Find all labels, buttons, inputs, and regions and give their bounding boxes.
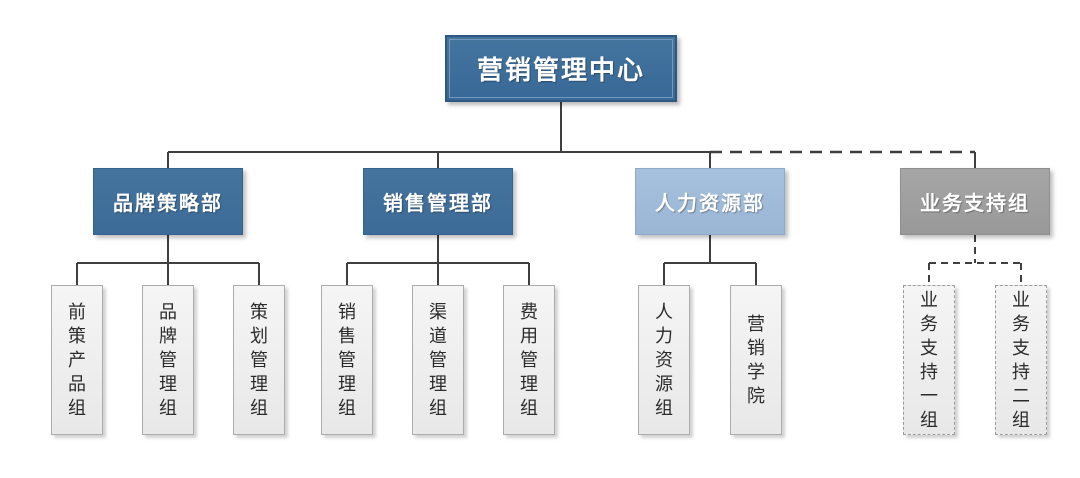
org-node-dept-business-support: 业务支持组 <box>900 168 1050 235</box>
org-node-group-channel-management: 渠 道 管 理 组 <box>412 285 464 435</box>
org-node-dept-business-support-label: 业务支持组 <box>920 193 1030 215</box>
connector-root-to-departments <box>167 102 976 168</box>
org-node-dept-brand-strategy: 品牌策略部 <box>93 168 243 235</box>
org-node-group-expense-management-label: 费 用 管 理 组 <box>520 302 538 418</box>
org-node-group-planning-management: 策 划 管 理 组 <box>233 285 285 435</box>
org-node-group-expense-management: 费 用 管 理 组 <box>503 285 555 435</box>
org-node-root: 营销管理中心 <box>445 35 677 102</box>
org-node-group-channel-management-label: 渠 道 管 理 组 <box>429 302 447 418</box>
org-node-group-human-resources: 人 力 资 源 组 <box>638 285 690 435</box>
org-node-group-brand-management: 品 牌 管 理 组 <box>142 285 194 435</box>
connector-hr-children <box>663 235 757 285</box>
org-node-dept-sales-management-label: 销售管理部 <box>383 193 493 215</box>
org-node-group-marketing-academy: 营 销 学 院 <box>730 285 782 435</box>
org-node-group-business-support-1-label: 业 务 支 持 一 组 <box>920 290 938 430</box>
org-node-root-label: 营销管理中心 <box>476 55 645 85</box>
org-node-dept-brand-strategy-label: 品牌策略部 <box>113 193 223 215</box>
org-node-group-sales-management: 销 售 管 理 组 <box>321 285 373 435</box>
org-node-dept-human-resources: 人力资源部 <box>635 168 785 235</box>
org-node-dept-human-resources-label: 人力资源部 <box>655 193 765 215</box>
connector-brand-children <box>76 235 260 285</box>
connector-sales-children <box>346 235 530 285</box>
connector-support-children <box>928 235 1022 285</box>
org-node-group-pre-planning-product: 前 策 产 品 组 <box>51 285 103 435</box>
org-node-group-business-support-2: 业 务 支 持 二 组 <box>995 285 1047 435</box>
org-node-group-business-support-2-label: 业 务 支 持 二 组 <box>1012 290 1030 430</box>
org-node-group-human-resources-label: 人 力 资 源 组 <box>655 302 673 418</box>
org-node-group-sales-management-label: 销 售 管 理 组 <box>338 302 356 418</box>
org-node-group-planning-management-label: 策 划 管 理 组 <box>250 302 268 418</box>
org-node-group-marketing-academy-label: 营 销 学 院 <box>747 314 765 406</box>
org-node-group-business-support-1: 业 务 支 持 一 组 <box>903 285 955 435</box>
org-node-group-brand-management-label: 品 牌 管 理 组 <box>159 302 177 418</box>
org-node-group-pre-planning-product-label: 前 策 产 品 组 <box>68 302 86 418</box>
org-node-dept-sales-management: 销售管理部 <box>363 168 513 235</box>
